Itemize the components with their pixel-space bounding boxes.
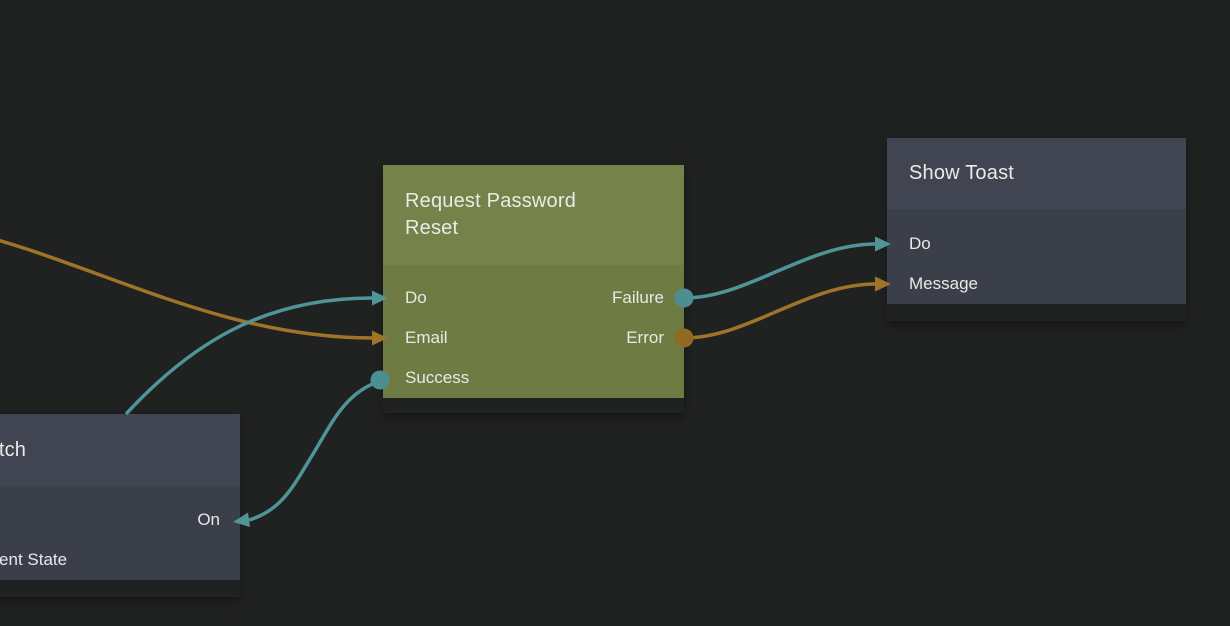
- port-row: On: [0, 500, 240, 540]
- connection-switch-to-do[interactable]: [124, 290, 388, 416]
- port-email-input[interactable]: Email: [405, 328, 448, 347]
- node-request-password-reset-title: Request Password Reset: [405, 190, 577, 239]
- port-row: Email Error: [383, 318, 684, 358]
- port-failure-output[interactable]: Failure: [612, 288, 664, 307]
- port-row: Success: [383, 358, 684, 398]
- port-current-state[interactable]: Current State: [0, 550, 68, 569]
- port-do-input[interactable]: Do: [405, 288, 427, 307]
- node-switch[interactable]: Switch On Current State: [0, 414, 240, 597]
- signal-wire[interactable]: [248, 379, 381, 522]
- node-request-password-reset[interactable]: Request Password Reset Do Failure Email …: [383, 165, 684, 413]
- signal-wire[interactable]: [683, 242, 877, 300]
- node-switch-body: On Current State: [0, 486, 240, 580]
- port-on[interactable]: On: [197, 510, 220, 529]
- port-row: Do: [887, 224, 1186, 264]
- connection-to-email[interactable]: [0, 238, 388, 346]
- port-error-output[interactable]: Error: [626, 328, 664, 347]
- connection-success-to-on[interactable]: [233, 370, 390, 528]
- node-show-toast[interactable]: Show Toast Do Message: [887, 138, 1186, 321]
- port-row: Current State: [0, 540, 240, 580]
- node-show-toast-title: Show Toast: [909, 162, 1015, 184]
- node-request-password-reset-header: Request Password Reset: [383, 165, 684, 265]
- signal-wire[interactable]: [124, 296, 373, 416]
- connection-error-to-toast-message[interactable]: [674, 276, 892, 348]
- connection-failure-to-toast-do[interactable]: [674, 236, 892, 308]
- node-show-toast-header: Show Toast: [887, 138, 1186, 209]
- port-row: Do Failure: [383, 278, 684, 318]
- data-wire[interactable]: [683, 282, 877, 340]
- data-wire[interactable]: [0, 238, 373, 340]
- port-row: Message: [887, 264, 1186, 304]
- port-toast-message-input[interactable]: Message: [909, 274, 978, 293]
- node-show-toast-body: Do Message: [887, 209, 1186, 304]
- node-switch-header: Switch: [0, 414, 240, 486]
- port-success-output[interactable]: Success: [405, 368, 470, 387]
- node-request-password-reset-body: Do Failure Email Error Success: [383, 265, 684, 398]
- port-toast-do-input[interactable]: Do: [909, 234, 931, 253]
- node-switch-title: Switch: [0, 438, 27, 461]
